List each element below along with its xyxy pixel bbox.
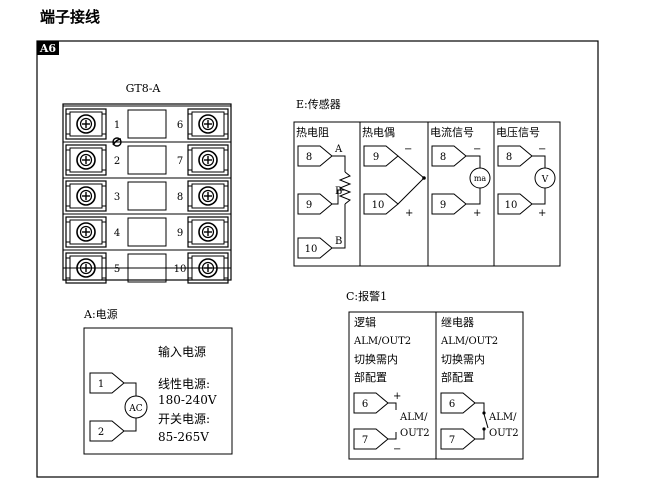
screw-terminal-icon xyxy=(65,144,107,176)
ammeter-icon xyxy=(469,167,491,189)
sensor-title: E:传感器 xyxy=(296,98,341,111)
screw-terminal-icon xyxy=(65,180,107,212)
terminal-slot xyxy=(127,217,167,247)
voltage-polarity-minus: − xyxy=(538,144,546,155)
terminal-model: GT8-A xyxy=(126,82,162,95)
terminal-number-left: 2 xyxy=(114,156,120,167)
frame-tag-bg xyxy=(37,41,59,55)
alarm-relay-line-2: 切换需内 xyxy=(441,352,485,366)
terminal-slot xyxy=(127,181,167,211)
power-wiring: 1 2 AC xyxy=(89,372,148,442)
terminal-number-right: 7 xyxy=(177,156,183,167)
ammeter-label: ma xyxy=(474,174,487,183)
logic-output-line-1: OUT2 xyxy=(400,428,430,439)
alarm-relay-line-1: ALM/OUT2 xyxy=(440,336,498,347)
voltage-signal-wiring: 8 10 V − + xyxy=(497,144,556,219)
sensor-box xyxy=(293,121,561,267)
sensor-header-current: 电流信号 xyxy=(430,125,474,139)
screw-terminal-icon xyxy=(187,180,229,212)
logic-polarity-minus: − xyxy=(393,444,401,455)
alarm-title: C:报警1 xyxy=(346,289,387,303)
relay-terminal-6: 6 xyxy=(449,399,455,410)
sensor-header-voltage: 电压信号 xyxy=(496,126,540,139)
voltage-polarity-plus: + xyxy=(538,208,546,219)
terminal-number-left: 3 xyxy=(114,192,120,203)
jumper-link-icon xyxy=(112,137,122,147)
tc-polarity-plus: + xyxy=(405,208,413,219)
alarm-relay-line-3: 部配置 xyxy=(441,370,474,384)
logic-polarity-plus: + xyxy=(393,391,401,402)
ac-source-icon xyxy=(124,395,148,419)
power-title: A:电源 xyxy=(83,307,118,321)
frame-tag: A6 xyxy=(39,42,57,55)
power-line-linear: 线性电源: xyxy=(158,377,210,391)
current-terminal-8: 8 xyxy=(440,152,446,163)
power-terminal-2: 2 xyxy=(98,427,104,438)
terminal-number-right: 10 xyxy=(174,264,187,275)
screw-terminal-icon xyxy=(187,216,229,248)
power-line-linear-range: 180-240V xyxy=(158,393,217,407)
voltmeter-label: V xyxy=(541,175,549,185)
alarm-logic-line-1: ALM/OUT2 xyxy=(353,336,411,347)
logic-terminal-7: 7 xyxy=(362,435,368,446)
relay-output-line-0: ALM/ xyxy=(488,412,517,423)
terminal-number-left: 5 xyxy=(114,264,120,275)
terminal-number-left: 4 xyxy=(114,228,120,239)
power-heading: 输入电源 xyxy=(158,344,206,359)
rtd-wiring: 8 9 10 A B B xyxy=(297,144,352,259)
alarm-logic-line-2: 切换需内 xyxy=(354,352,398,366)
screw-terminal-icon xyxy=(65,108,107,140)
sensor-header-thermocouple: 热电偶 xyxy=(362,126,395,139)
tc-terminal-9: 9 xyxy=(373,152,379,163)
terminal-block-outline xyxy=(62,103,232,281)
thermocouple-junction-icon xyxy=(397,155,425,205)
rtd-label-b2: B xyxy=(335,236,342,247)
rtd-terminal-9: 9 xyxy=(306,200,312,211)
alarm-logic-line-0: 逻辑 xyxy=(354,315,376,329)
terminal-slot xyxy=(127,109,167,139)
resistor-icon xyxy=(338,171,352,205)
current-polarity-minus: − xyxy=(473,144,481,155)
terminal-number-right: 8 xyxy=(177,192,183,203)
power-line-switching-range: 85-265V xyxy=(158,430,209,444)
alarm-relay-line-0: 继电器 xyxy=(441,316,474,329)
alarm-logic-line-3: 部配置 xyxy=(354,370,387,384)
logic-output-line-0: ALM/ xyxy=(399,412,428,423)
relay-output-line-1: OUT2 xyxy=(489,428,519,439)
terminal-number-right: 9 xyxy=(177,228,183,239)
voltage-terminal-10: 10 xyxy=(505,200,518,211)
power-line-switching: 开关电源: xyxy=(158,412,210,426)
terminal-slot xyxy=(127,145,167,175)
current-signal-wiring: 8 9 ma − + xyxy=(431,144,491,219)
relay-terminal-7: 7 xyxy=(449,435,455,446)
logic-terminal-6: 6 xyxy=(362,399,368,410)
screw-terminal-icon xyxy=(65,216,107,248)
voltmeter-icon xyxy=(534,167,556,189)
rtd-label-a: A xyxy=(334,144,343,155)
rtd-terminal-8: 8 xyxy=(306,152,312,163)
rtd-label-b: B xyxy=(335,186,342,197)
screw-terminal-icon xyxy=(187,108,229,140)
tc-terminal-10: 10 xyxy=(372,200,385,211)
terminal-number-right: 6 xyxy=(177,120,183,131)
diagram-frame xyxy=(36,40,599,478)
rtd-terminal-10: 10 xyxy=(305,244,318,255)
terminal-block: 1 6 2 7 3 8 4 9 5 10 xyxy=(63,105,231,284)
alarm-relay-wiring: 6 7 ALM/ OUT2 xyxy=(440,392,519,450)
current-terminal-9: 9 xyxy=(440,200,446,211)
screw-terminal-icon xyxy=(187,144,229,176)
relay-switch-icon xyxy=(483,413,489,429)
tc-polarity-minus: − xyxy=(404,144,412,155)
page-title: 端子接线 xyxy=(40,8,101,26)
ac-source-label: AC xyxy=(128,404,142,414)
power-box xyxy=(83,327,233,455)
current-polarity-plus: + xyxy=(473,208,481,219)
power-terminal-1: 1 xyxy=(98,379,104,390)
voltage-terminal-8: 8 xyxy=(506,152,512,163)
alarm-logic-wiring: 6 7 + − ALM/ OUT2 xyxy=(353,391,430,455)
thermocouple-wiring: 9 10 − + xyxy=(363,144,426,219)
terminal-number-left: 1 xyxy=(114,120,120,131)
sensor-header-rtd: 热电阻 xyxy=(296,126,329,139)
